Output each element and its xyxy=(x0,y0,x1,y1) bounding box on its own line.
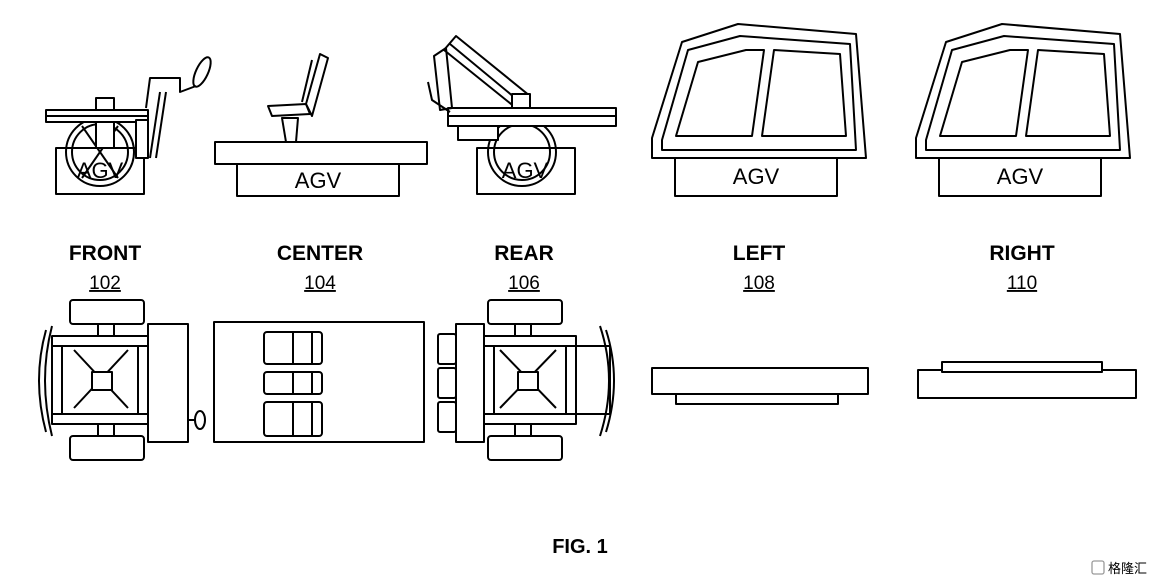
module-labels: FRONT 102 CENTER 104 REAR 106 LEFT 108 R… xyxy=(69,242,1055,294)
front-agv-label: AGV xyxy=(77,158,124,183)
front-module-side-view: AGV xyxy=(45,56,212,195)
label-left-ref: 108 xyxy=(743,273,775,294)
rear-agv-label: AGV xyxy=(502,158,549,183)
right-agv-label: AGV xyxy=(997,164,1044,189)
label-rear-ref: 106 xyxy=(508,273,540,294)
center-module-side-view: AGV xyxy=(214,53,428,197)
left-module-top-view xyxy=(651,367,869,405)
watermark-text: 格隆汇 xyxy=(1108,561,1147,576)
center-module-top-view xyxy=(213,321,425,443)
front-module-top-view xyxy=(38,299,206,461)
rear-module-top-view xyxy=(437,299,615,461)
label-front-ref: 102 xyxy=(89,273,121,294)
label-left-name: LEFT xyxy=(733,242,786,265)
left-agv-label: AGV xyxy=(733,164,780,189)
left-module-side-view: AGV xyxy=(651,23,867,197)
label-rear-name: REAR xyxy=(494,242,554,265)
label-center-ref: 104 xyxy=(304,273,336,294)
right-module-side-view: AGV xyxy=(915,23,1131,197)
watermark-logo-icon xyxy=(1091,560,1105,575)
watermark: 格隆汇 xyxy=(1091,560,1147,576)
right-module-top-view xyxy=(917,361,1137,399)
label-right-name: RIGHT xyxy=(989,242,1055,265)
label-center-name: CENTER xyxy=(277,242,363,265)
label-right-ref: 110 xyxy=(1007,273,1037,294)
rear-module-side-view: AGV xyxy=(427,35,617,195)
label-front-name: FRONT xyxy=(69,242,141,265)
figure-caption: FIG. 1 xyxy=(552,536,608,558)
center-agv-label: AGV xyxy=(295,168,342,193)
